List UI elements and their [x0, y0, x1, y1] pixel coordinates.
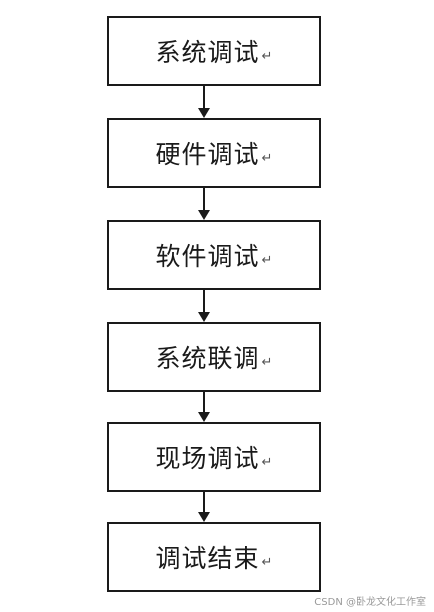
return-mark-icon: ↵ [261, 48, 273, 64]
step-label: 硬件调试 [155, 140, 260, 169]
connector-line [203, 188, 205, 210]
connector-line [203, 492, 205, 512]
arrow-down-icon [198, 210, 210, 220]
step-label: 现场调试 [155, 444, 260, 473]
step-box-field-debug: 现场调试↵ [107, 422, 321, 492]
connector-line [203, 290, 205, 312]
connector-line [203, 86, 205, 108]
step-box-software-debug: 软件调试↵ [107, 220, 321, 290]
arrow-down-icon [198, 312, 210, 322]
connector-line [203, 392, 205, 412]
return-mark-icon: ↵ [261, 454, 273, 470]
step-label: 调试结束 [155, 544, 260, 573]
watermark-text: CSDN @卧龙文化工作室 [314, 597, 426, 608]
arrow-down-icon [198, 108, 210, 118]
step-label: 系统调试 [155, 38, 260, 67]
return-mark-icon: ↵ [261, 252, 273, 268]
step-label: 软件调试 [155, 242, 260, 271]
step-box-debug-end: 调试结束↵ [107, 522, 321, 592]
arrow-down-icon [198, 512, 210, 522]
step-box-system-joint-debug: 系统联调↵ [107, 322, 321, 392]
return-mark-icon: ↵ [261, 150, 273, 166]
step-label: 系统联调 [155, 344, 260, 373]
arrow-down-icon [198, 412, 210, 422]
step-box-system-debug: 系统调试↵ [107, 16, 321, 86]
return-mark-icon: ↵ [261, 554, 273, 570]
return-mark-icon: ↵ [261, 354, 273, 370]
step-box-hardware-debug: 硬件调试↵ [107, 118, 321, 188]
